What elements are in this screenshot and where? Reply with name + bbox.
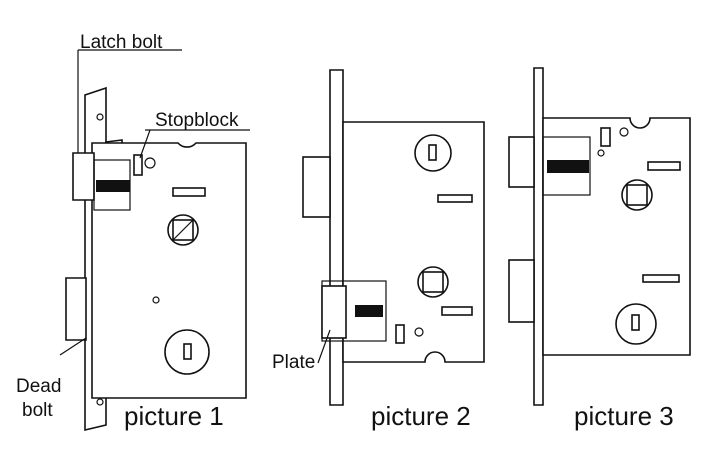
lock-2-follower-square — [422, 271, 444, 293]
caption-picture-3: picture 3 — [574, 401, 674, 431]
lock-3-stopblock-screw — [597, 149, 605, 157]
lock-3-faceplate — [533, 67, 544, 406]
lock-2-stopblock — [395, 324, 405, 344]
lock-1-latch-spring — [96, 180, 130, 192]
lock-3-follower-square — [626, 184, 648, 206]
lock-2-slot-lower — [441, 306, 473, 316]
lock-3-latch-bolt — [508, 136, 535, 188]
lock-2-faceplate — [329, 69, 344, 406]
lock-1-hole — [152, 296, 160, 304]
label-latch-bolt: Latch bolt — [80, 32, 163, 53]
lock-2-case — [342, 121, 485, 363]
lock-3-dead-bolt — [508, 259, 535, 323]
lock-1-faceplate-screw-top — [96, 113, 104, 121]
label-dead-line1: Dead — [16, 376, 61, 397]
label-stopblock: Stopblock — [155, 110, 239, 131]
lock-1-stopblock — [133, 154, 143, 176]
label-plate: Plate — [272, 352, 315, 373]
lock-3-stopblock — [600, 127, 611, 147]
lock-1-dead-bolt — [65, 277, 87, 341]
lock-3-slot-lower — [642, 274, 680, 283]
lock-3-latch-box — [542, 136, 591, 196]
lock-1 — [59, 49, 250, 432]
lock-1-slot — [172, 187, 206, 197]
lock-2-dead-bolt — [302, 156, 331, 218]
lock-2-latch-bolt — [321, 285, 347, 339]
lock-2-stopblock-screw — [414, 327, 424, 337]
lock-1-latch-bolt — [72, 152, 95, 201]
lock-3-case — [542, 117, 691, 356]
plate-leader — [317, 329, 331, 364]
lock-2 — [302, 69, 485, 406]
lock-2-latch-spring — [355, 305, 383, 317]
dead-bolt-leader — [59, 337, 87, 356]
lock-3-screw — [619, 127, 629, 137]
lock-2-slot — [437, 194, 473, 203]
lock-1-faceplate-screw-bottom — [96, 398, 104, 406]
lock-2-cylinder-slot — [428, 144, 437, 161]
caption-picture-1: picture 1 — [124, 401, 224, 431]
lock-3-cylinder-slot — [631, 314, 640, 331]
label-dead-line2: bolt — [22, 400, 53, 421]
lock-3-latch-spring — [547, 160, 589, 173]
lock-3-slot — [647, 161, 681, 171]
lock-1-cylinder-slot — [183, 343, 192, 360]
caption-picture-2: picture 2 — [371, 401, 471, 431]
lock-3 — [508, 67, 691, 406]
lock-1-stopblock-screw — [144, 157, 156, 169]
